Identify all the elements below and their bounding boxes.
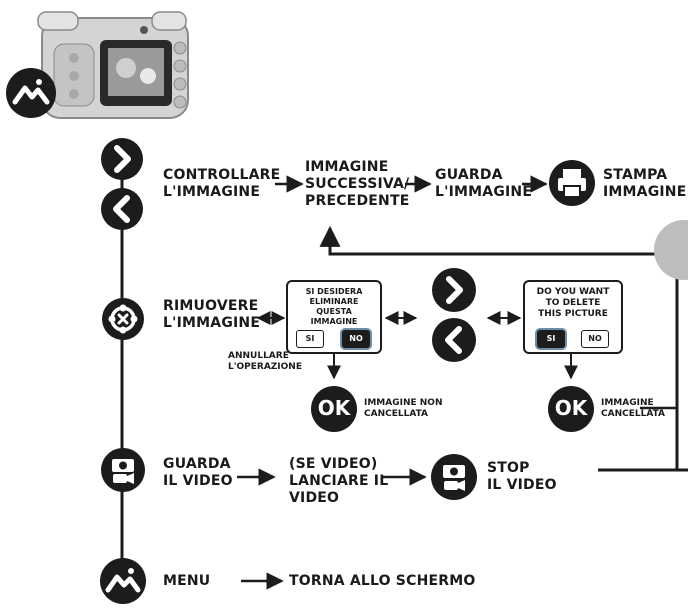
cancellata-label: IMMAGINE CANCELLATA [601, 398, 665, 419]
camera-device-image [34, 10, 194, 122]
delete-icon[interactable] [102, 298, 144, 340]
dialog-it-question: SI DESIDERA ELIMINARE QUESTA IMMAGINE [305, 287, 363, 326]
successiva-label: IMMAGINE SUCCESSIVA/ PRECEDENTE [305, 159, 410, 209]
printer-icon[interactable] [549, 160, 595, 206]
lanciare-label: (SE VIDEO) LANCIARE IL VIDEO [289, 456, 389, 506]
dialog-en-yes-button[interactable]: SI [537, 330, 565, 348]
video-camera-icon-2[interactable] [431, 454, 477, 500]
next-icon[interactable] [101, 138, 143, 180]
rimuovere-label: RIMUOVERE L'IMMAGINE [163, 298, 261, 331]
controllare-label: CONTROLLARE L'IMMAGINE [163, 167, 281, 200]
stop-label: STOP IL VIDEO [487, 460, 557, 493]
next-icon-2[interactable] [432, 268, 476, 312]
ok-icon-2[interactable]: OK [548, 386, 594, 432]
annullare-label: ANNULLARE L'OPERAZIONE [228, 351, 302, 372]
dialog-it-no-button[interactable]: NO [342, 330, 370, 348]
guarda-immagine-label: GUARDA L'IMMAGINE [435, 167, 533, 200]
menu-label: MENU [163, 573, 211, 589]
delete-dialog-it: SI DESIDERA ELIMINARE QUESTA IMMAGINE SI… [286, 280, 382, 354]
stampa-label: STAMPA IMMAGINE [603, 167, 687, 200]
gallery-icon[interactable] [6, 68, 56, 118]
non-cancellata-label: IMMAGINE NON CANCELLATA [364, 398, 443, 419]
menu-gallery-icon[interactable] [100, 558, 146, 604]
torna-label: TORNA ALLO SCHERMO [289, 573, 476, 589]
ok-icon-text: OK [317, 396, 351, 420]
delete-dialog-en: DO YOU WANT TO DELETE THIS PICTURE SI NO [523, 280, 623, 354]
ok-icon[interactable]: OK [311, 386, 357, 432]
dialog-it-yes-button[interactable]: SI [296, 330, 324, 348]
previous-icon[interactable] [101, 188, 143, 230]
guarda-video-label: GUARDA IL VIDEO [163, 456, 233, 489]
previous-icon-2[interactable] [432, 318, 476, 362]
dialog-en-question: DO YOU WANT TO DELETE THIS PICTURE [536, 287, 610, 319]
video-camera-icon[interactable] [101, 448, 145, 492]
dialog-en-no-button[interactable]: NO [581, 330, 609, 348]
ok-icon-2-text: OK [554, 396, 588, 420]
